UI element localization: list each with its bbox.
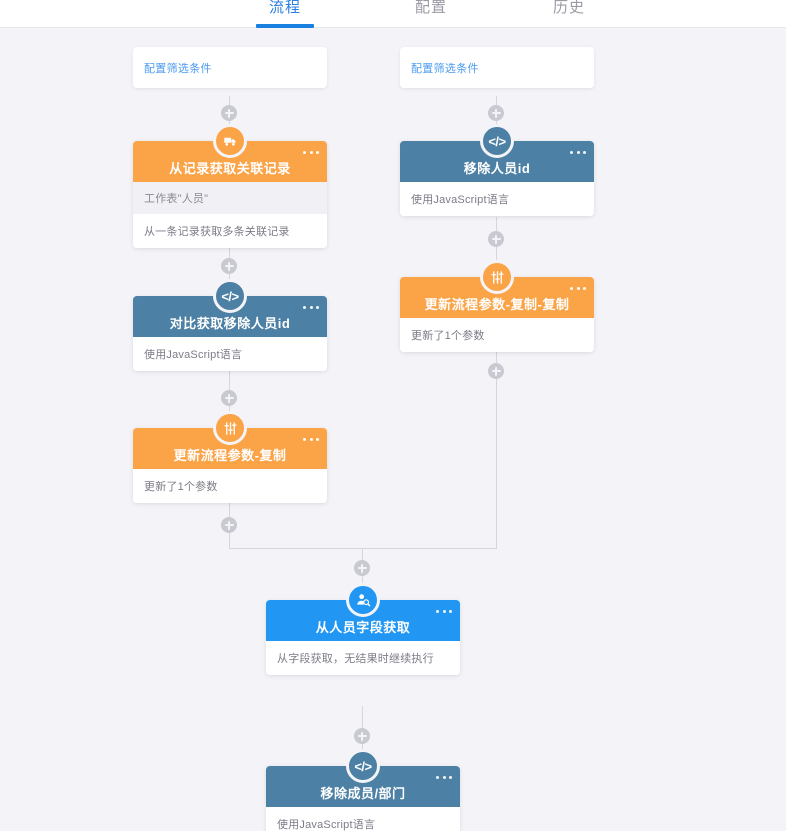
tab-process[interactable]: 流程 [254,0,316,28]
node-left-2-body: 使用JavaScript语言 [133,337,327,371]
node-merge-2-body: 使用JavaScript语言 [266,807,460,831]
node-right-2[interactable]: 更新流程参数-复制-复制 更新了1个参数 [400,260,594,352]
node-left-1-body: 工作表"人员" 从一条记录获取多条关联记录 [133,182,327,248]
sliders-icon [480,260,514,294]
filter-card-left[interactable]: 配置筛选条件 [133,47,327,88]
node-merge-2[interactable]: </> 移除成员/部门 使用JavaScript语言 [266,749,460,831]
code-icon: </> [346,749,380,783]
node-right-2-title: 更新流程参数-复制-复制 [424,297,570,312]
code-icon: </> [213,279,247,313]
node-left-1-menu-button[interactable] [303,147,319,157]
node-merge-2-row-0: 使用JavaScript语言 [277,819,376,831]
node-merge-2-menu-button[interactable] [436,772,452,782]
node-right-1-header: </> 移除人员id [400,124,594,182]
tab-active-underline [256,24,314,28]
node-merge-1-header: 从人员字段获取 [266,583,460,641]
tab-config-label: 配置 [414,0,447,16]
filter-card-right[interactable]: 配置筛选条件 [400,47,594,88]
node-left-3-header: 更新流程参数-复制 [133,411,327,469]
workflow-canvas[interactable]: 配置筛选条件 从记录获取关联记录 工作表"人员" 从一条记录获取多条关联记录 <… [0,28,786,831]
connector-right-node1-to-node2 [496,217,497,277]
node-merge-1-title: 从人员字段获取 [315,620,411,635]
node-merge-1[interactable]: 从人员字段获取 从字段获取，无结果时继续执行 [266,583,460,675]
node-left-1-row-1: 从一条记录获取多条关联记录 [144,226,290,238]
node-left-3-row-0: 更新了1个参数 [144,481,218,493]
workflow-tab-bar: 流程 配置 历史 [0,0,786,28]
connector-right-node2-to-merge [496,349,497,548]
node-merge-1-body: 从字段获取，无结果时继续执行 [266,641,460,675]
code-icon: </> [480,124,514,158]
node-left-1-row-0: 工作表"人员" [133,182,327,214]
node-left-1[interactable]: 从记录获取关联记录 工作表"人员" 从一条记录获取多条关联记录 [133,124,327,248]
node-left-2[interactable]: </> 对比获取移除人员id 使用JavaScript语言 [133,279,327,371]
add-step-button-right-2[interactable] [488,231,504,247]
node-merge-2-title: 移除成员/部门 [320,786,406,801]
node-merge-1-row-0: 从字段获取，无结果时继续执行 [277,653,434,665]
node-right-2-menu-button[interactable] [570,283,586,293]
add-step-button-right-1[interactable] [488,105,504,121]
node-right-1-body: 使用JavaScript语言 [400,182,594,216]
person-search-icon [346,583,380,617]
filter-link-right[interactable]: 配置筛选条件 [411,63,479,75]
add-step-button-right-3[interactable] [488,363,504,379]
tab-history-label: 历史 [552,0,585,16]
node-merge-2-header: </> 移除成员/部门 [266,749,460,807]
node-left-2-header: </> 对比获取移除人员id [133,279,327,337]
node-left-1-header: 从记录获取关联记录 [133,124,327,182]
filter-link-left[interactable]: 配置筛选条件 [144,63,212,75]
tab-config[interactable]: 配置 [400,0,462,28]
node-left-3[interactable]: 更新流程参数-复制 更新了1个参数 [133,411,327,503]
node-right-2-body: 更新了1个参数 [400,318,594,352]
node-left-3-title: 更新流程参数-复制 [173,448,287,463]
add-step-button-merge-2[interactable] [354,728,370,744]
node-merge-1-menu-button[interactable] [436,606,452,616]
node-left-3-menu-button[interactable] [303,434,319,444]
add-step-button-left-1[interactable] [221,105,237,121]
node-right-2-header: 更新流程参数-复制-复制 [400,260,594,318]
add-step-button-merge-1[interactable] [354,560,370,576]
node-left-3-body: 更新了1个参数 [133,469,327,503]
node-right-1-row-0: 使用JavaScript语言 [411,194,510,206]
add-step-button-left-4[interactable] [221,517,237,533]
node-right-2-row-0: 更新了1个参数 [411,330,485,342]
truck-icon [213,124,247,158]
node-left-2-menu-button[interactable] [303,302,319,312]
tab-history[interactable]: 历史 [538,0,600,28]
node-left-1-title: 从记录获取关联记录 [169,161,291,176]
connector-merge-horizontal [229,548,497,549]
add-step-button-left-3[interactable] [221,390,237,406]
node-left-2-title: 对比获取移除人员id [169,316,291,331]
add-step-button-left-2[interactable] [221,258,237,274]
node-right-1-title: 移除人员id [463,161,531,176]
node-left-2-row-0: 使用JavaScript语言 [144,349,243,361]
node-right-1-menu-button[interactable] [570,147,586,157]
tab-process-label: 流程 [268,0,301,16]
sliders-icon [213,411,247,445]
node-right-1[interactable]: </> 移除人员id 使用JavaScript语言 [400,124,594,216]
